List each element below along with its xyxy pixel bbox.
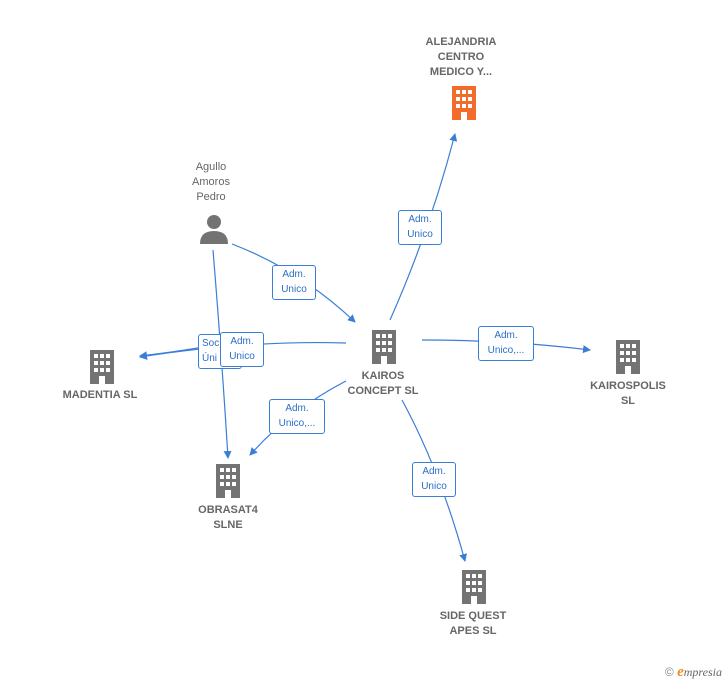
edge-label-agullo-kairos: Adm. Unico xyxy=(272,265,316,300)
person-icon[interactable] xyxy=(198,213,230,245)
building-icon[interactable] xyxy=(458,570,490,604)
node-label-madentia[interactable]: MADENTIA SL xyxy=(62,389,138,401)
footer-brand: © empresia xyxy=(665,664,722,681)
building-icon[interactable] xyxy=(212,464,244,498)
node-label-agullo[interactable]: Agullo Amoros Pedro xyxy=(192,161,230,203)
building-icon[interactable] xyxy=(448,86,480,120)
edge-label-kairos-sidequest: Adm. Unico xyxy=(412,462,456,497)
brand-name: mpresia xyxy=(683,665,722,679)
node-label-kairos[interactable]: KAIROS CONCEPT SL xyxy=(347,370,419,397)
edge-label-kairos-obrasat4: Adm. Unico,... xyxy=(269,399,325,434)
node-label-obrasat4[interactable]: OBRASAT4 SLNE xyxy=(198,504,258,531)
building-icon[interactable] xyxy=(612,340,644,374)
building-icon[interactable] xyxy=(368,330,400,364)
edge-label-kairos-kairospolis: Adm. Unico,... xyxy=(478,326,534,361)
node-label-sidequest[interactable]: SIDE QUEST APES SL xyxy=(439,610,507,637)
edge-label-kairos-madentia: Adm. Unico xyxy=(220,332,264,367)
node-label-alejandria[interactable]: ALEJANDRIA CENTRO MEDICO Y... xyxy=(425,36,497,78)
edge-label-kairos-alejandria: Adm. Unico xyxy=(398,210,442,245)
building-icon[interactable] xyxy=(86,350,118,384)
brand-initial: e xyxy=(677,664,684,680)
copyright-symbol: © xyxy=(664,665,674,679)
node-label-kairospolis[interactable]: KAIROSPOLIS SL xyxy=(590,380,666,407)
